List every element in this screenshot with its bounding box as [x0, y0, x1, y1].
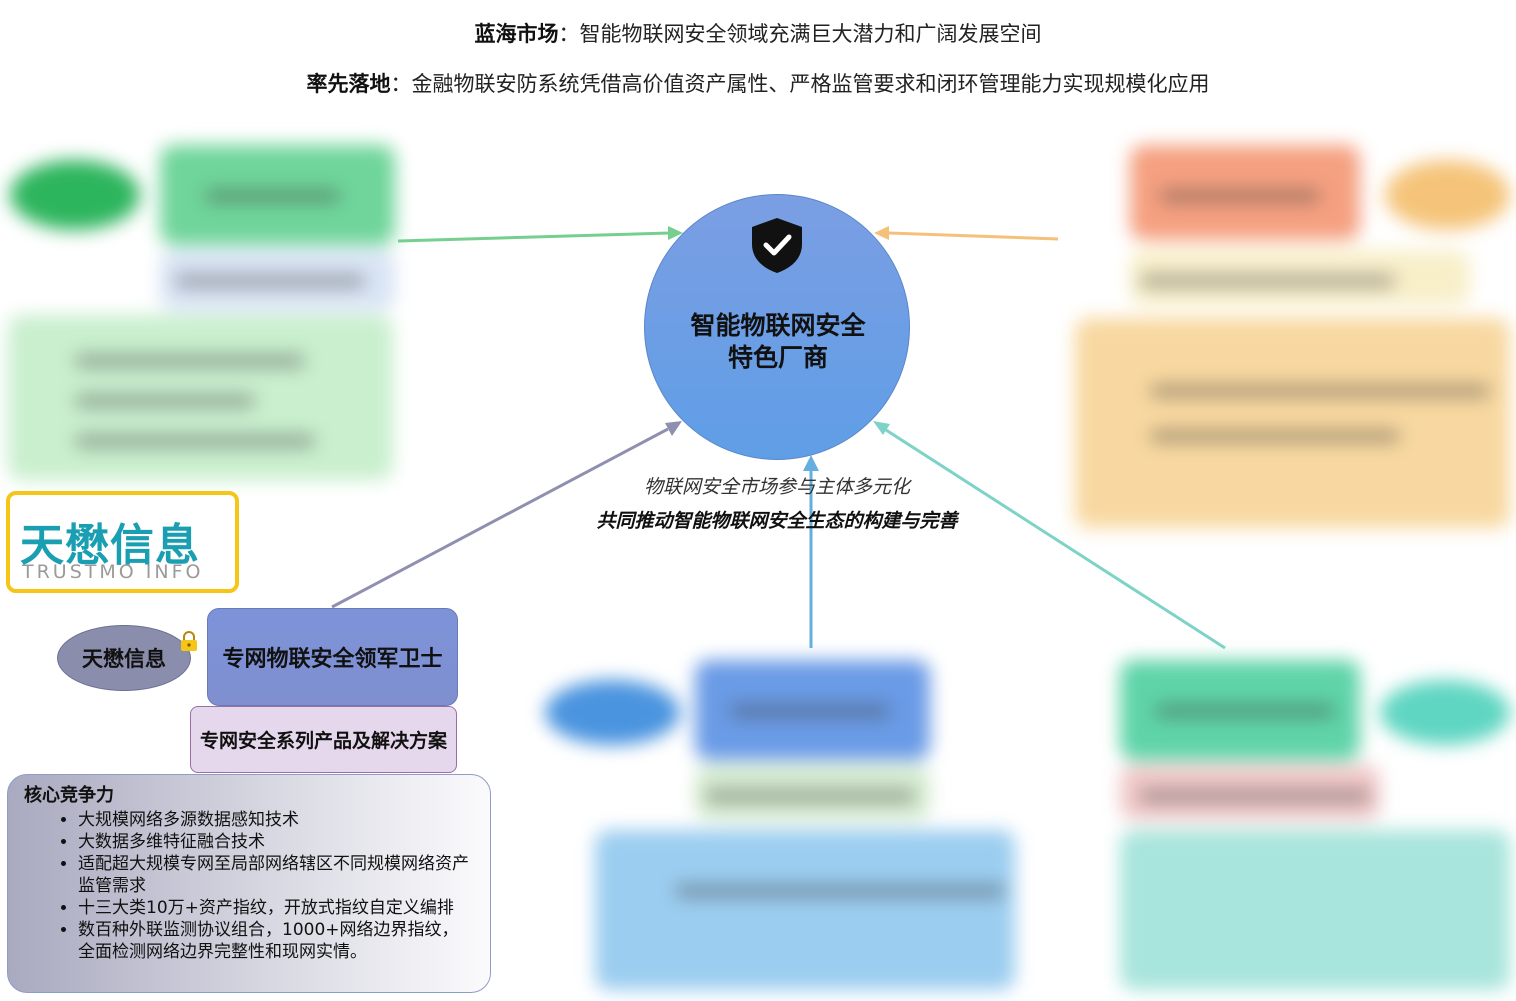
lock-icon: [181, 631, 197, 651]
hub-title-line1: 智能物联网安全: [690, 311, 866, 340]
caption-ecosystem: 共同推动智能物联网安全生态的构建与完善: [596, 510, 958, 532]
list-item: 大数据多维特征融合技术: [78, 831, 474, 853]
headline-1-label: 蓝海市场: [474, 22, 559, 46]
headline-1: 蓝海市场：智能物联网安全领域充满巨大潜力和广阔发展空间: [0, 18, 1516, 48]
arrow-featured-vendor: [331, 427, 669, 609]
headline-1-text: ：智能物联网安全领域充满巨大潜力和广阔发展空间: [558, 22, 1042, 46]
headline-2-label: 率先落地: [306, 72, 391, 96]
product-solutions-box: 专网安全系列产品及解决方案: [190, 706, 457, 773]
blurred-vendor-bottom-right: [1110, 640, 1516, 1001]
list-item: 十三大类10万+资产指纹，开放式指纹自定义编排: [78, 897, 474, 919]
arrow-top-right-head: [874, 226, 889, 240]
arrow-featured-vendor-head: [665, 421, 682, 436]
caption-diversified: 物联网安全市场参与主体多元化: [643, 476, 910, 498]
list-item: 适配超大规模专网至局部网络辖区不同规模网络资产监管需求: [78, 853, 474, 897]
blurred-vendor-top-right: [1060, 0, 1516, 560]
blurred-vendor-bottom-center: [535, 640, 1025, 1001]
role-title-box: 专网物联安全领军卫士: [207, 608, 458, 706]
arrow-top-left-head: [668, 226, 683, 240]
hub-title-line2: 特色厂商: [727, 343, 828, 372]
shield-check-icon: [752, 218, 802, 273]
core-competency-panel: 核心竞争力 大规模网络多源数据感知技术 大数据多维特征融合技术 适配超大规模专网…: [7, 774, 491, 993]
headline-2: 率先落地：金融物联安防系统凭借高价值资产属性、严格监管要求和闭环管理能力实现规模…: [0, 68, 1516, 98]
arrow-top-left: [397, 231, 671, 243]
arrow-bottom-right-head: [873, 421, 890, 435]
arrow-top-right: [887, 231, 1059, 241]
list-item: 大规模网络多源数据感知技术: [78, 809, 474, 831]
blurred-vendor-top-left: [0, 0, 410, 500]
hub-title: 智能物联网安全 特色厂商: [645, 310, 911, 374]
company-name-oval: 天懋信息: [57, 625, 191, 691]
hub-circle: 智能物联网安全 特色厂商: [644, 194, 910, 460]
arrow-bottom-right: [885, 428, 1226, 650]
headline-2-text: ：金融物联安防系统凭借高价值资产属性、严格监管要求和闭环管理能力实现规模化应用: [390, 72, 1210, 96]
core-competency-title: 核心竞争力: [24, 785, 114, 806]
core-competency-list: 大规模网络多源数据感知技术 大数据多维特征融合技术 适配超大规模专网至局部网络辖…: [8, 809, 488, 963]
logo-chinese-name: 天懋信息: [20, 520, 200, 571]
arrow-bottom-center-head: [803, 455, 819, 471]
list-item: 数百种外联监测协议组合，1000+网络边界指纹，全面检测网络边界完整性和现网实情…: [78, 919, 474, 963]
trustmo-logo: 天懋信息 TRUSTMO INFO: [6, 491, 239, 593]
logo-english-name: TRUSTMO INFO: [22, 561, 204, 583]
